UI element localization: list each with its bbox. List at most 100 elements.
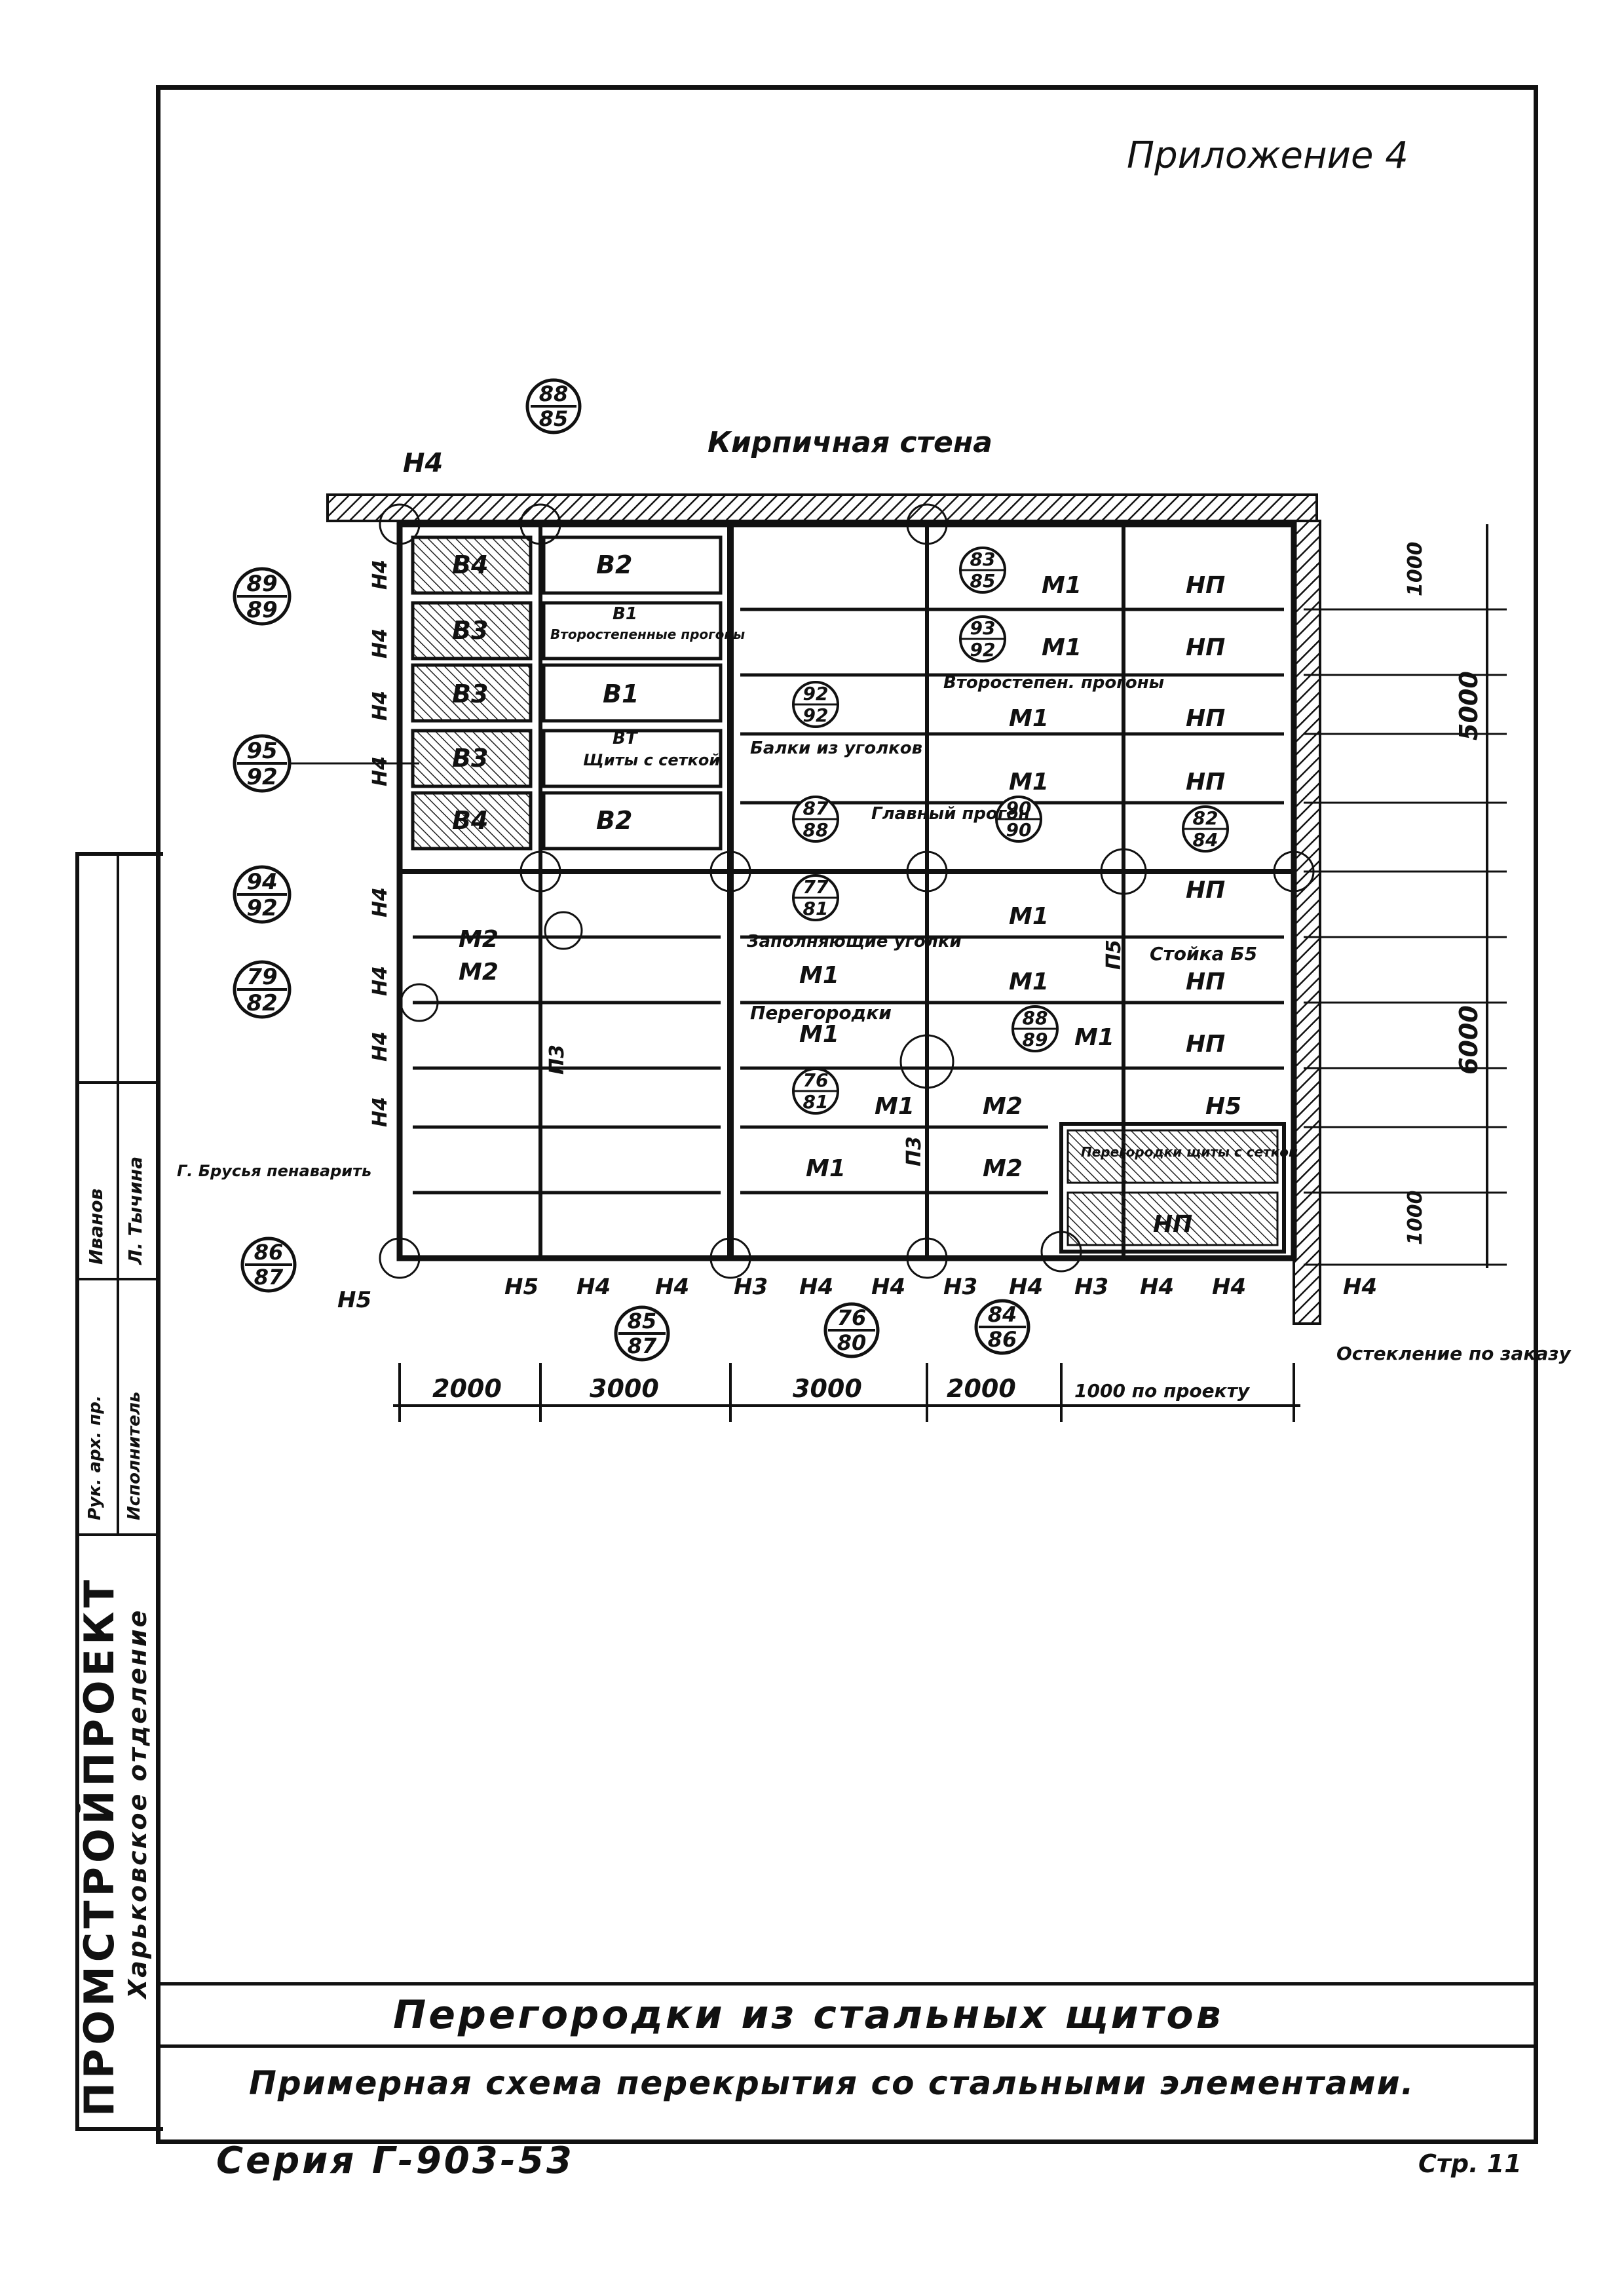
wall-label: Кирпичная стена (708, 426, 992, 459)
note-left: Г. Брусья пенаварить (177, 1162, 371, 1180)
mark-n4: Н4 (369, 1031, 392, 1062)
note-secondary-purlins-2: Второстепен. прогоны (943, 673, 1164, 693)
inner-callout-bottom: 92 (803, 704, 829, 726)
mark-n4: Н4 (576, 1274, 611, 1300)
mark-n4: Н4 (799, 1274, 833, 1300)
mark-n4: Н4 (1212, 1274, 1246, 1300)
mark-n5: Н5 (337, 1287, 371, 1313)
mark-p3: П3 (546, 1045, 569, 1075)
mark-m1: М1 (799, 1021, 839, 1048)
mark-p3: П3 (903, 1136, 926, 1166)
mark-bt: ВТ (613, 729, 639, 748)
secondary-purlins (413, 607, 1284, 1195)
mark-n4: Н4 (369, 560, 392, 590)
bottom-callout-top: 84 (988, 1302, 1017, 1327)
inner-callout-top: 90 (1006, 797, 1032, 819)
bottom-callout-bottom: 87 (628, 1333, 657, 1358)
mark-m2: М2 (459, 926, 499, 953)
bottom-callouts: 85 87 76 80 84 86 (614, 1299, 1030, 1362)
mark-n4: Н4 (369, 1097, 392, 1127)
appendix-label: Приложение 4 (1127, 134, 1408, 177)
title-block-line (156, 2044, 1534, 2048)
dim-right: 5000 (1454, 671, 1483, 740)
left-callout-top: 86 (254, 1240, 284, 1265)
series-label: Серия Г-903-53 (216, 2139, 575, 2182)
mark-n3: Н3 (1074, 1274, 1108, 1300)
inner-callout-bottom: 84 (1193, 829, 1218, 851)
mark-b2: В2 (596, 550, 632, 579)
dims-bottom: 2000 3000 3000 2000 1000 по проекту (432, 1374, 1251, 1403)
left-callout-bottom: 92 (246, 895, 277, 921)
mark-b2: В2 (596, 806, 632, 835)
mark-np: НП (1186, 572, 1225, 599)
left-stamp-hline (75, 1081, 159, 1084)
mark-m1: М1 (1042, 572, 1082, 599)
left-marks: Н4 Н4 Н4 Н4 Н4 Н4 Н4 Н4 П3 П3 П5 (369, 560, 1125, 1166)
inner-callout-bottom: 90 (1006, 819, 1032, 841)
mark-n4: Н4 (871, 1274, 905, 1300)
left-callout-bottom: 87 (254, 1265, 284, 1290)
dim-bottom: 3000 (590, 1374, 659, 1403)
inner-callout-top: 82 (1193, 807, 1218, 829)
inner-callouts: 83 85 93 92 92 92 87 88 90 90 82 84 77 8… (792, 547, 1229, 1115)
mark-np: НП (1186, 769, 1225, 796)
mark-n3: Н3 (734, 1274, 768, 1300)
inner-callout-bottom: 81 (803, 898, 829, 919)
callout-top: 88 (539, 381, 569, 406)
dim-right: 1000 (1404, 542, 1427, 597)
mark-np: НП (1186, 634, 1225, 661)
drawing-frame (156, 85, 1538, 2144)
mark-m1: М1 (1009, 969, 1049, 995)
mark-n4: Н4 (1343, 1274, 1377, 1300)
mark-b3: В3 (452, 680, 488, 708)
mark-b1: В1 (613, 604, 637, 624)
mark-b4: В4 (452, 550, 488, 579)
joint-circles (379, 503, 1315, 1279)
brick-wall-top (326, 493, 1318, 522)
mark-np: НП (1186, 1031, 1225, 1058)
mark-np: НП (1186, 877, 1225, 904)
left-callout-bottom: 82 (246, 990, 277, 1016)
mark-b1: В1 (603, 680, 639, 708)
inner-callout-top: 83 (970, 548, 996, 570)
inner-callout-top: 92 (803, 683, 829, 704)
mark-m2: М2 (459, 959, 499, 986)
mark-b3: В3 (452, 744, 488, 773)
dim-bottom: 1000 по проекту (1074, 1380, 1251, 1402)
mark-n4: Н4 (655, 1274, 689, 1300)
note-main-purlin: Главный прогон (871, 804, 1030, 824)
mark-m2: М2 (983, 1155, 1023, 1182)
mark-n4: Н4 (369, 691, 392, 721)
mark-n4: Н4 (369, 628, 392, 659)
inner-callout-top: 77 (803, 876, 829, 898)
mark-m1: М1 (799, 962, 839, 989)
mark-m1: М1 (1009, 903, 1049, 930)
left-callouts: 89 89 95 92 94 92 79 82 86 87 (233, 567, 419, 1293)
mark-m2: М2 (983, 1093, 1023, 1120)
bottom-callout-bottom: 86 (988, 1327, 1017, 1352)
callout-circle: 88 85 (525, 378, 582, 434)
hatched-panels (411, 535, 1286, 1254)
left-stamp (75, 852, 163, 2131)
mark-n3: Н3 (943, 1274, 977, 1300)
mark-m1: М1 (1009, 705, 1049, 732)
bottom-marks: Н5 Н5 Н4 Н4 Н3 Н4 Н4 Н3 Н4 Н3 Н4 Н4 Н4 (337, 1274, 1377, 1313)
inner-callout-top: 93 (970, 617, 996, 639)
sheet-title: Перегородки из стальных щитов (393, 1992, 1224, 2038)
left-callout-bottom: 89 (246, 597, 277, 623)
mark-m1: М1 (875, 1093, 915, 1120)
note-glazed: Остекление по заказу (1336, 1343, 1572, 1364)
mark-n4: Н4 (1140, 1274, 1174, 1300)
mark-b4: В4 (452, 806, 488, 835)
dim-bottom: 2000 (432, 1374, 502, 1403)
page-label: Стр. 11 (1418, 2149, 1522, 2178)
inner-callout-top: 87 (803, 797, 829, 819)
mark-b3: В3 (452, 616, 488, 645)
m-marks: М1 М1 М1 М1 М1 М1 М1 М2 М2 М1 М1 М1 М1 Н… (459, 572, 1241, 1238)
bottom-callout-top: 76 (837, 1305, 867, 1330)
left-callout-bottom: 92 (246, 764, 277, 790)
left-callout-top: 94 (246, 869, 277, 895)
mark-np: НП (1153, 1211, 1192, 1238)
title-block-line (156, 1982, 1534, 1986)
